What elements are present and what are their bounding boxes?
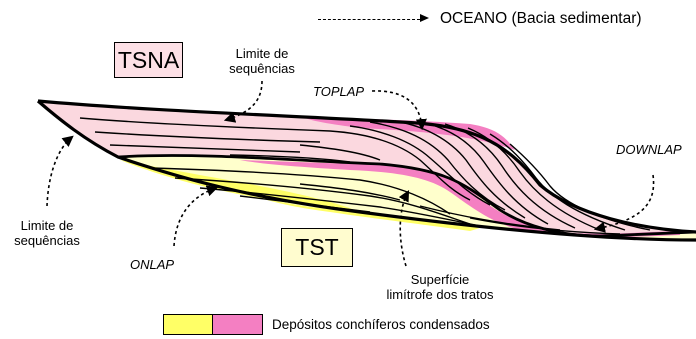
upper-sequence-boundary bbox=[37, 99, 696, 234]
legend: Depósitos conchíferos condensados bbox=[163, 313, 490, 336]
tst-label: TST bbox=[295, 234, 339, 260]
tst-box: TST bbox=[281, 228, 353, 267]
onlap-arrow bbox=[173, 185, 219, 247]
condensed-yellow-base bbox=[120, 160, 360, 212]
condensed-pink-surface bbox=[240, 160, 680, 237]
condensed-pink-top bbox=[300, 116, 515, 150]
superficie-line2: limítrofe dos tratos bbox=[386, 287, 494, 302]
yellow-swatch bbox=[163, 314, 213, 335]
onlap-label: ONLAP bbox=[130, 257, 175, 272]
annotation-arrows bbox=[46, 80, 655, 267]
limite-left-label: Limite de sequências bbox=[2, 218, 92, 248]
limite-top-line2: sequências bbox=[229, 61, 295, 76]
tsna-label: TSNA bbox=[117, 46, 180, 73]
limite-left-arrow bbox=[46, 135, 74, 207]
toplap-label: TOPLAP bbox=[313, 84, 365, 99]
pink-swatch bbox=[213, 314, 263, 335]
limite-top-line1: Limite de bbox=[235, 46, 289, 61]
superficie-arrow bbox=[398, 190, 410, 267]
superficie-label: Superfície limítrofe dos tratos bbox=[365, 272, 515, 302]
limite-top-arrow bbox=[223, 80, 263, 123]
ocean-text: OCEANO (Bacia sedimentar) bbox=[440, 10, 642, 27]
superficie-line1: Superfície bbox=[410, 272, 470, 287]
downlap-arrow bbox=[593, 174, 655, 233]
limite-left-line2: sequências bbox=[14, 233, 80, 248]
toplap-arrow bbox=[371, 90, 427, 131]
ocean-direction-label: OCEANO (Bacia sedimentar) bbox=[318, 9, 642, 29]
ocean-arrow-icon bbox=[318, 14, 429, 22]
tsna-box: TSNA bbox=[114, 42, 183, 78]
tract-boundary-surface bbox=[117, 154, 696, 238]
tsna-wedge bbox=[38, 101, 696, 236]
legend-text: Depósitos conchíferos condensados bbox=[272, 317, 490, 332]
limite-top-label: Limite de sequências bbox=[214, 46, 310, 76]
downlap-label: DOWNLAP bbox=[616, 142, 682, 157]
limite-left-line1: Limite de bbox=[20, 218, 74, 233]
